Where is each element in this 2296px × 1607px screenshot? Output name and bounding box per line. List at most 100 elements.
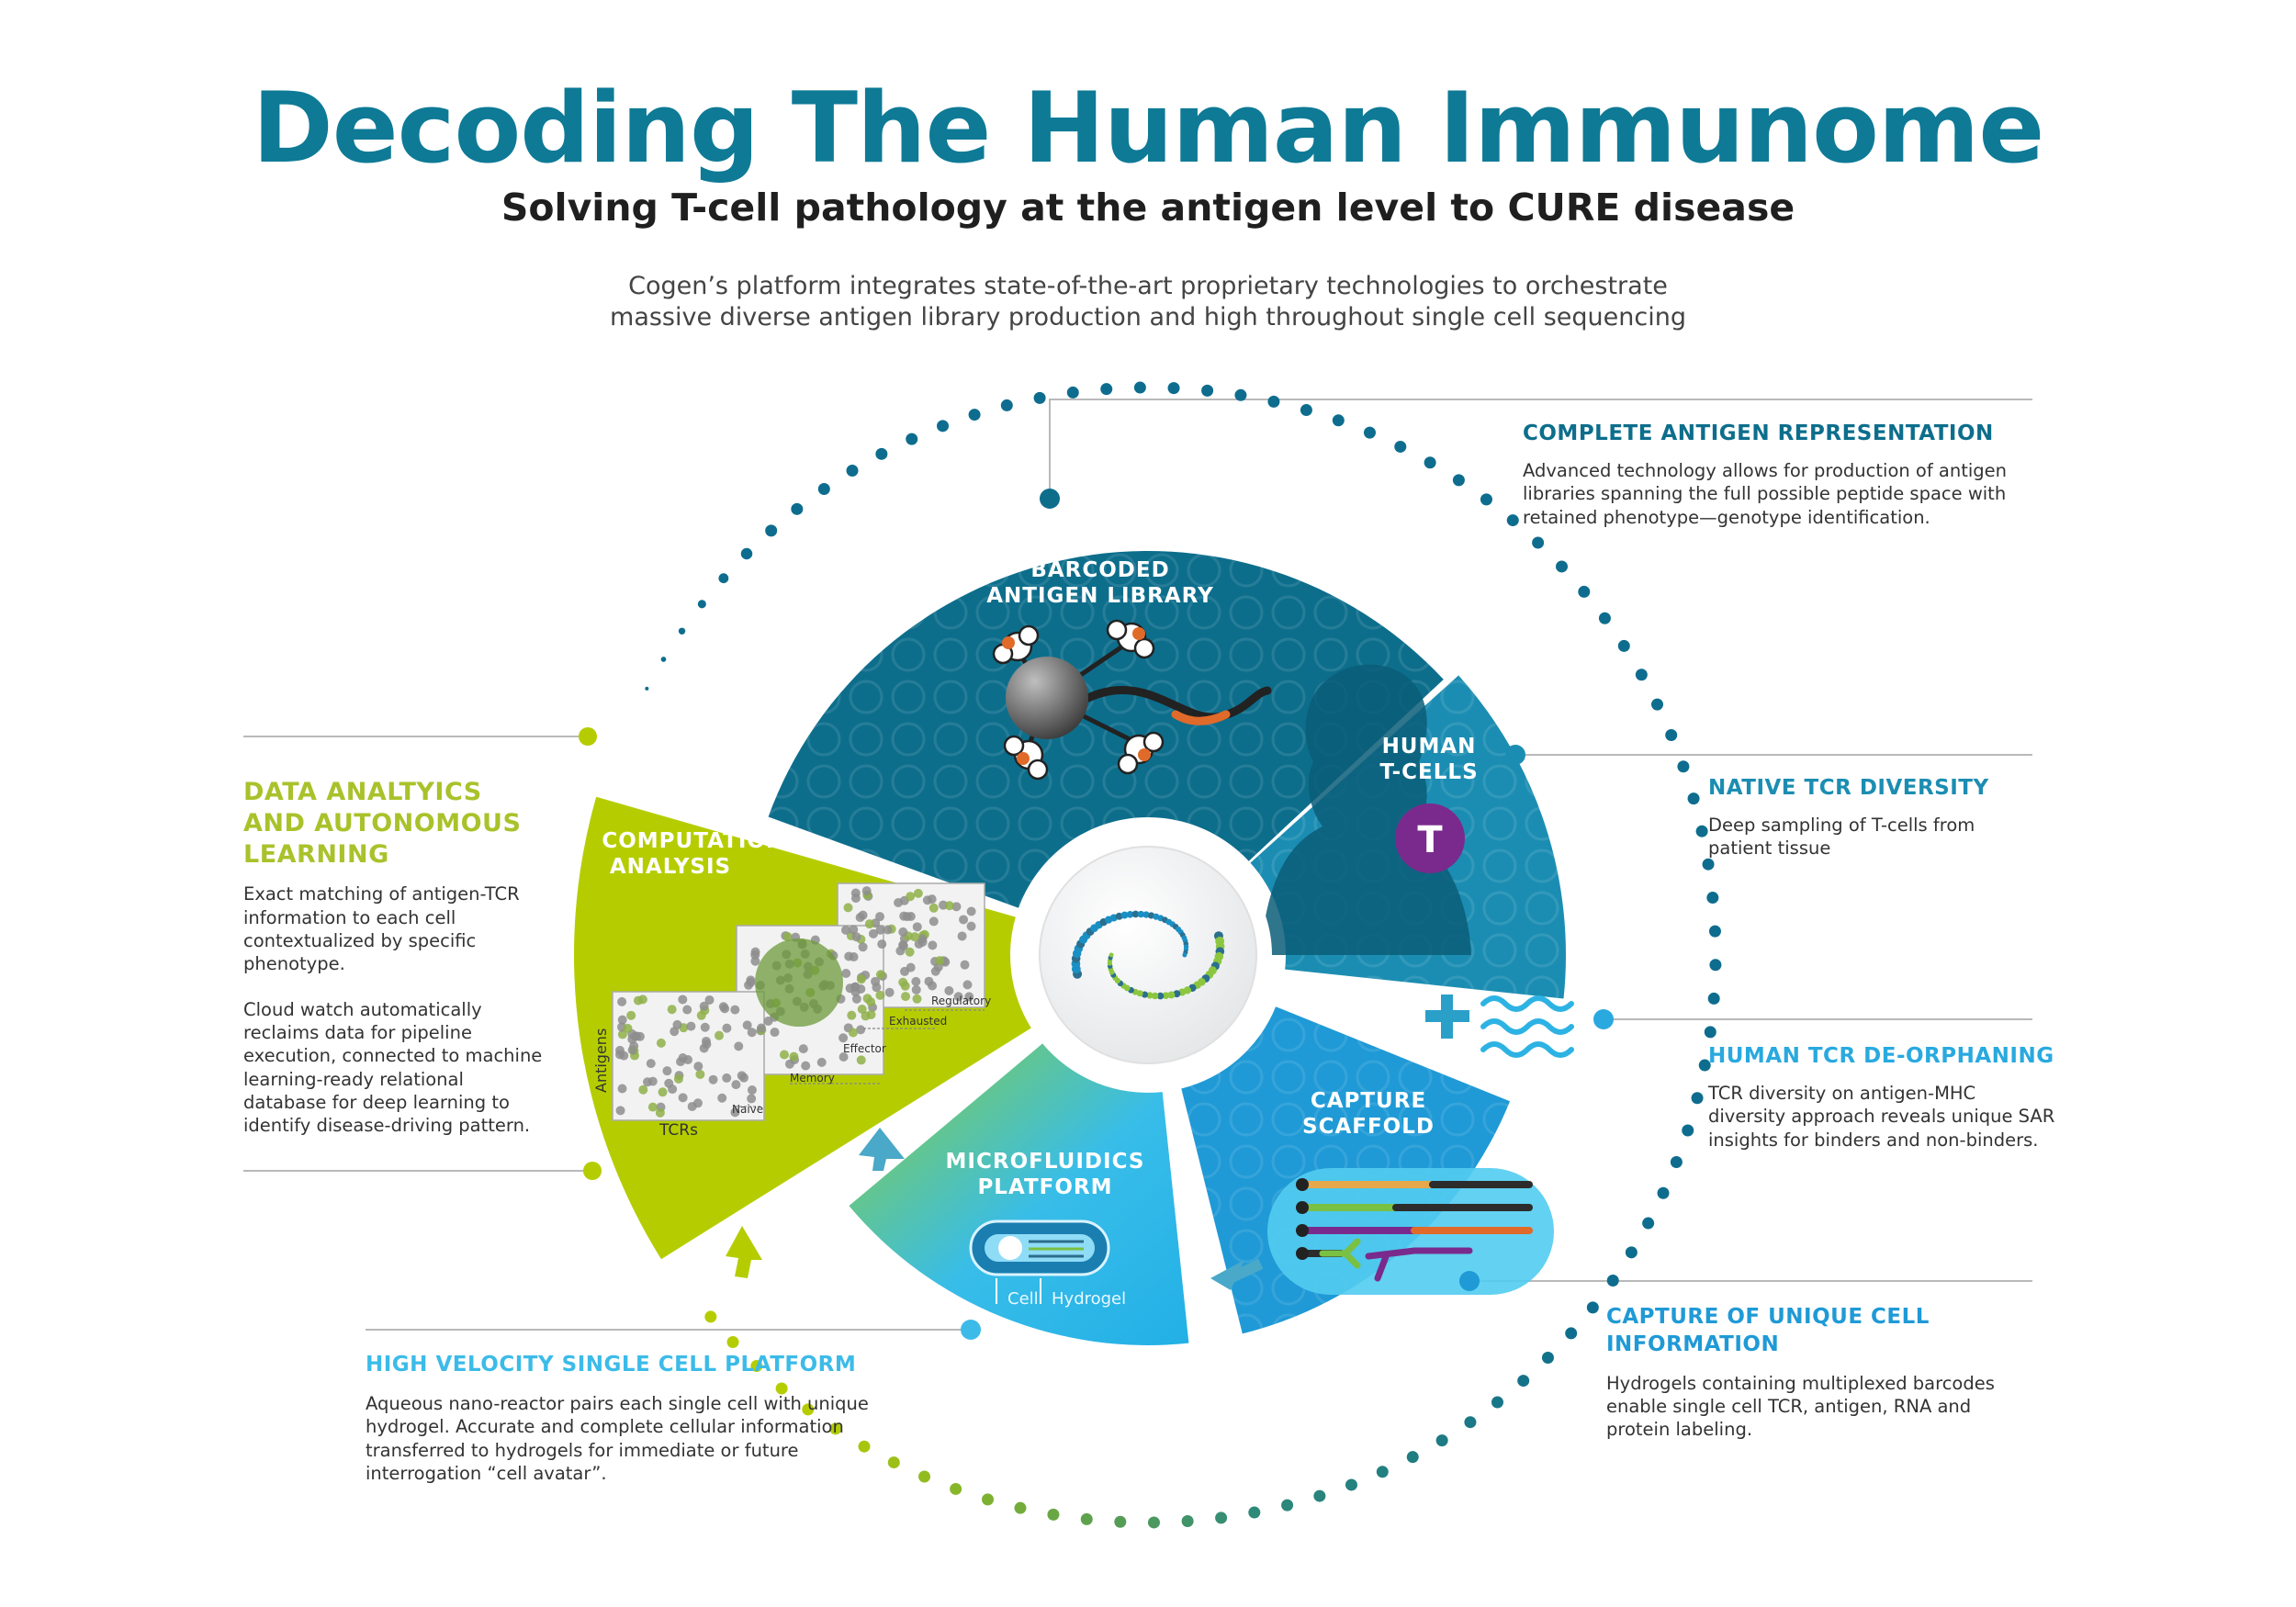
ring-dot bbox=[1234, 388, 1247, 401]
scatter-dot bbox=[658, 1087, 668, 1097]
ring-dot bbox=[1565, 1327, 1578, 1340]
scatter-dot bbox=[928, 940, 938, 950]
ring-dot bbox=[1706, 892, 1719, 905]
label-microfluidics-line1: MICROFLUIDICS bbox=[946, 1150, 1145, 1174]
segment-microfluidics-platform[interactable] bbox=[849, 1043, 1189, 1345]
spiral-dot bbox=[1137, 910, 1145, 918]
scatter-dot bbox=[850, 893, 861, 904]
ring-dot bbox=[1464, 1416, 1477, 1429]
scatter-dot bbox=[742, 1020, 752, 1030]
scatter-dot bbox=[875, 970, 885, 980]
scatter-dot bbox=[676, 1057, 686, 1067]
scatter-dot bbox=[696, 1010, 706, 1020]
person-silhouette-icon bbox=[1260, 664, 1471, 955]
scatter-dot bbox=[627, 1045, 637, 1055]
body-line: retained phenotype—genotype identificati… bbox=[1523, 506, 1930, 528]
axis-label-tcrs: TCRs bbox=[658, 1121, 698, 1140]
spiral-dot bbox=[1162, 992, 1170, 1000]
scatter-dot bbox=[911, 984, 921, 995]
arrow-icon bbox=[859, 1128, 905, 1171]
ring-dot bbox=[1556, 560, 1569, 573]
intro-line-1: Cogen’s platform integrates state-of-the… bbox=[628, 272, 1668, 300]
antibody-icon bbox=[1319, 1238, 1473, 1282]
spiral-dot bbox=[1126, 910, 1134, 918]
body-line: Cloud watch automatically bbox=[243, 998, 482, 1020]
scatter-dot bbox=[944, 901, 954, 911]
ring-dot bbox=[1491, 1396, 1503, 1409]
scatter-dot bbox=[851, 994, 861, 1004]
heading-line: DATA ANALTYICS bbox=[243, 778, 482, 806]
scatter-dot bbox=[838, 1033, 849, 1043]
spiral-dot bbox=[1109, 952, 1114, 958]
body-line: diversity approach reveals unique SAR bbox=[1708, 1106, 2055, 1128]
intro-line-2: massive diverse antigen library producti… bbox=[610, 303, 1686, 332]
spiral-dot bbox=[1182, 952, 1187, 958]
body-line: Aqueous nano-reactor pairs each single c… bbox=[366, 1392, 869, 1414]
scatter-plot-panels bbox=[612, 882, 985, 1121]
ring-dot bbox=[829, 1422, 842, 1435]
ring-dot bbox=[1167, 382, 1180, 395]
callout-tcr-de-orphaning: HUMAN TCR DE-ORPHANING TCR diversity on … bbox=[1708, 1043, 2076, 1152]
scatter-dot bbox=[734, 1041, 744, 1051]
ring-dot bbox=[1586, 1301, 1599, 1314]
ring-dot bbox=[937, 420, 950, 433]
scatter-dot bbox=[902, 912, 912, 922]
scatter-dot bbox=[898, 927, 908, 937]
scatter-dot bbox=[922, 895, 932, 905]
scatter-dot bbox=[782, 932, 793, 942]
callout-body: Aqueous nano-reactor pairs each single c… bbox=[366, 1392, 917, 1485]
ring-dot bbox=[775, 1382, 788, 1395]
scatter-dot bbox=[856, 1025, 866, 1035]
callout-heading: DATA ANALTYICS AND AUTONOMOUS LEARNING bbox=[243, 777, 556, 870]
spiral-logo-icon bbox=[1071, 910, 1225, 1000]
scatter-dot bbox=[670, 1027, 680, 1037]
scatter-dot bbox=[615, 1106, 625, 1116]
ring-dot bbox=[1014, 1501, 1027, 1514]
scatter-dot bbox=[966, 921, 976, 931]
scatter-dot bbox=[682, 1005, 692, 1015]
ring-dot bbox=[1267, 395, 1280, 408]
body-line: reclaims data for pipeline bbox=[243, 1021, 472, 1043]
ring-dot bbox=[1532, 536, 1545, 549]
scatter-dot bbox=[911, 976, 921, 986]
body-line: hydrogel. Accurate and complete cellular… bbox=[366, 1416, 844, 1438]
scatter-dot bbox=[959, 915, 969, 925]
waves-icon bbox=[1480, 995, 1574, 1058]
scatter-dot bbox=[693, 1062, 703, 1072]
spiral-dot bbox=[1141, 991, 1149, 998]
spiral-dot bbox=[1156, 992, 1165, 1000]
body-line: libraries spanning the full possible pep… bbox=[1523, 483, 2007, 505]
scatter-dot bbox=[906, 892, 916, 902]
scatter-dot bbox=[678, 1093, 688, 1103]
scatter-dot bbox=[913, 888, 923, 898]
scatter-dot bbox=[708, 1074, 718, 1084]
scatter-dot bbox=[626, 1010, 636, 1020]
spiral-dot bbox=[1151, 992, 1159, 1000]
ring-dot bbox=[1682, 1124, 1694, 1137]
label-barcoded-line2: ANTIGEN LIBRARY bbox=[986, 584, 1214, 608]
ring-dot bbox=[1670, 1155, 1683, 1168]
ring-dot bbox=[1424, 456, 1436, 469]
callout-body-1: Exact matching of antigen-TCR informatio… bbox=[243, 882, 556, 975]
ring-dot bbox=[1376, 1466, 1389, 1478]
scatter-dot bbox=[678, 995, 688, 1005]
scatter-dot bbox=[662, 1066, 672, 1076]
scatter-dot bbox=[912, 994, 922, 1004]
spiral-dot bbox=[1173, 990, 1181, 998]
ring-dot bbox=[1047, 1508, 1060, 1521]
ring-dot bbox=[1625, 1246, 1638, 1259]
scatter-dot bbox=[912, 922, 922, 932]
body-line: learning-ready relational bbox=[243, 1068, 464, 1090]
arrow-icon bbox=[1210, 1258, 1264, 1290]
scatter-dot bbox=[856, 1055, 866, 1065]
callout-heading: HUMAN TCR DE-ORPHANING bbox=[1708, 1044, 2054, 1068]
scatter-dot bbox=[750, 947, 760, 957]
svg-text:T: T bbox=[1417, 819, 1443, 861]
body-line: interrogation “cell avatar”. bbox=[366, 1462, 607, 1484]
ring-dot bbox=[1033, 391, 1046, 404]
heading-line: CAPTURE OF UNIQUE CELL bbox=[1606, 1305, 1930, 1329]
ring-dot bbox=[1506, 514, 1519, 527]
scatter-dot bbox=[957, 931, 967, 941]
scatter-dot bbox=[838, 1051, 849, 1062]
